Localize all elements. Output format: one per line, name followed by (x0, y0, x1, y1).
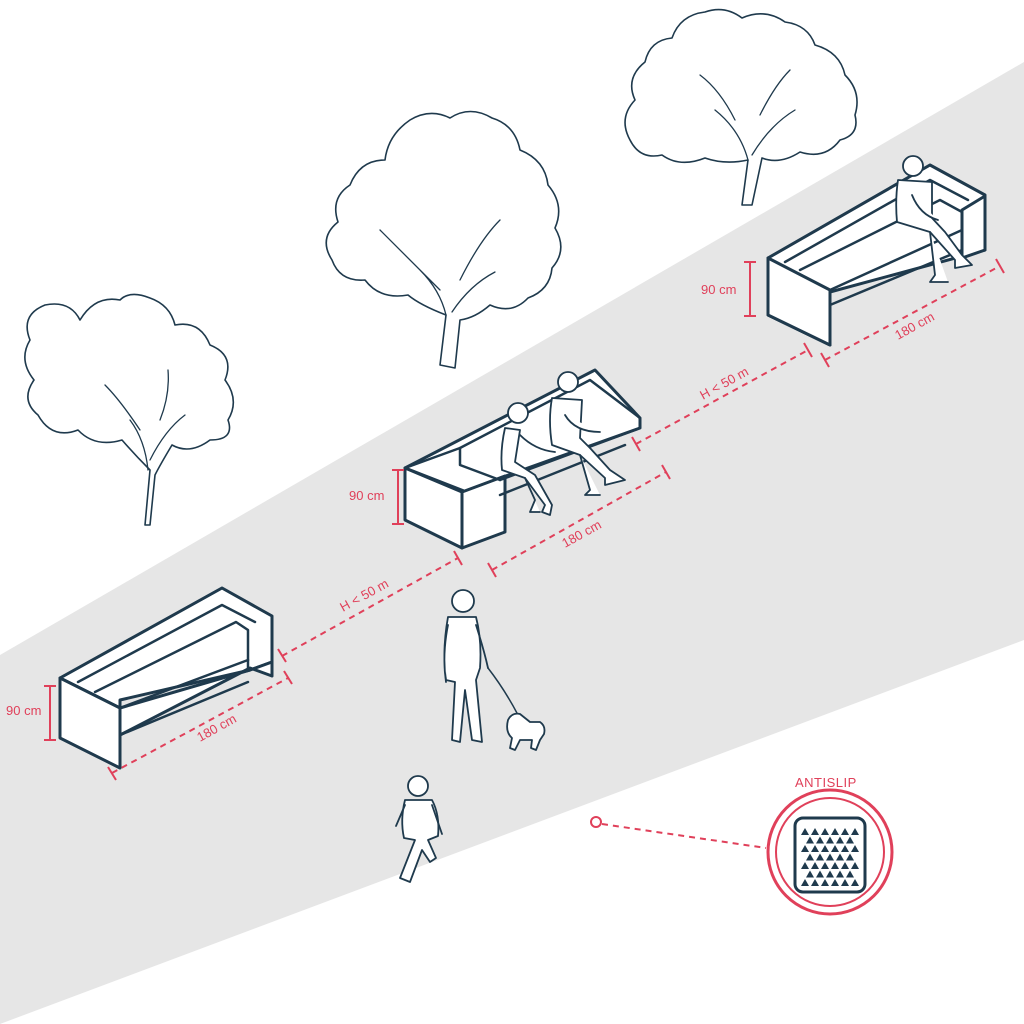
person-walking-child (395, 775, 443, 883)
antislip-label: ANTISLIP (795, 775, 857, 790)
tree-left (24, 293, 235, 526)
antislip-badge (766, 788, 894, 916)
height-label-left: 90 cm (6, 703, 41, 718)
person-walking-man (443, 589, 489, 743)
person-seated-man-middle (549, 371, 626, 496)
height-label-middle: 90 cm (349, 488, 384, 503)
dog-leash (487, 667, 519, 716)
tree-middle (325, 110, 562, 369)
antislip-texture-icon (801, 828, 859, 886)
dog (506, 712, 546, 751)
person-seated-man-right (895, 155, 973, 283)
person-seated-woman (500, 402, 556, 516)
height-label-right: 90 cm (701, 282, 736, 297)
bench-left (58, 586, 274, 770)
dimensions (44, 258, 1005, 849)
tree-right (624, 8, 858, 206)
